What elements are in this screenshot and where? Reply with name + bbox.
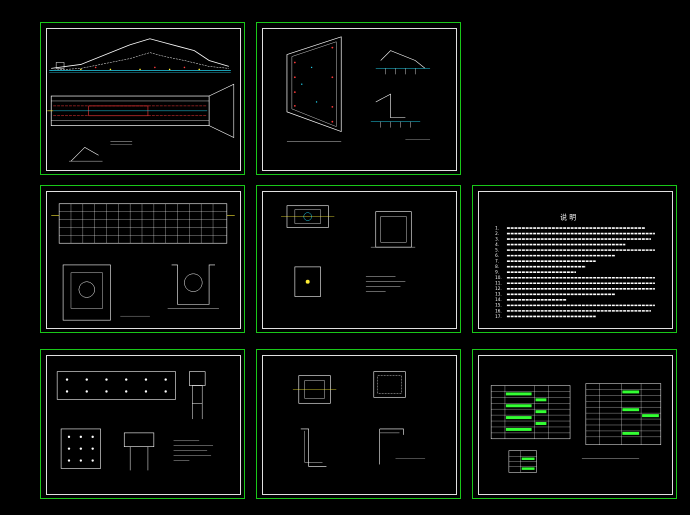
sheet-wing-wall[interactable] xyxy=(256,22,461,175)
drawing-frame xyxy=(262,191,457,329)
note-number: 4. xyxy=(495,242,499,247)
grating-drawing xyxy=(51,203,235,321)
sheet-grating[interactable] xyxy=(40,185,245,333)
note-number: 13. xyxy=(495,292,502,297)
notes-title: 说 明 xyxy=(560,213,576,222)
quantity-tables-drawing xyxy=(490,383,662,473)
general-notes-text: 说 明 1.2.3.4.5.6.7.8.9.10.11.12.13.14.15.… xyxy=(495,213,655,319)
note-number: 8. xyxy=(495,264,499,269)
note-number: 9. xyxy=(495,270,499,275)
sheet-pile-layout[interactable] xyxy=(40,349,245,499)
note-number: 2. xyxy=(495,231,499,236)
note-number: 17. xyxy=(495,314,502,319)
note-number: 6. xyxy=(495,253,499,258)
note-number: 10. xyxy=(495,275,502,280)
sheet-inspection-well[interactable] xyxy=(256,185,461,333)
drawing-frame xyxy=(478,355,673,495)
note-number: 7. xyxy=(495,259,499,264)
note-number: 1. xyxy=(495,225,499,230)
notes-list: 1.2.3.4.5.6.7.8.9.10.11.12.13.14.15.16.1… xyxy=(495,225,655,319)
drawing-frame xyxy=(478,191,673,329)
drawing-frame xyxy=(46,355,241,495)
cover-slab-drawing xyxy=(292,371,426,467)
note-number: 12. xyxy=(495,286,502,291)
wing-wall-drawing xyxy=(286,36,431,142)
pile-layout-drawing xyxy=(56,371,214,471)
note-number: 15. xyxy=(495,303,502,308)
note-number: 14. xyxy=(495,297,502,302)
drawing-frame xyxy=(262,28,457,171)
sheet-quantity-tables[interactable] xyxy=(472,349,677,499)
note-number: 16. xyxy=(495,308,502,313)
sheet-general-notes[interactable]: 说 明 1.2.3.4.5.6.7.8.9.10.11.12.13.14.15.… xyxy=(472,185,677,333)
inspection-well-drawing xyxy=(281,205,416,297)
sheet-cover-slab[interactable] xyxy=(256,349,461,499)
drawing-frame xyxy=(262,355,457,495)
sheet-site-plan[interactable] xyxy=(40,22,245,175)
note-number: 5. xyxy=(495,248,499,253)
drawing-frame xyxy=(46,191,241,329)
site-plan-drawing xyxy=(47,38,235,162)
note-number: 3. xyxy=(495,236,499,241)
note-number: 11. xyxy=(495,281,502,286)
drawing-frame xyxy=(46,28,241,171)
